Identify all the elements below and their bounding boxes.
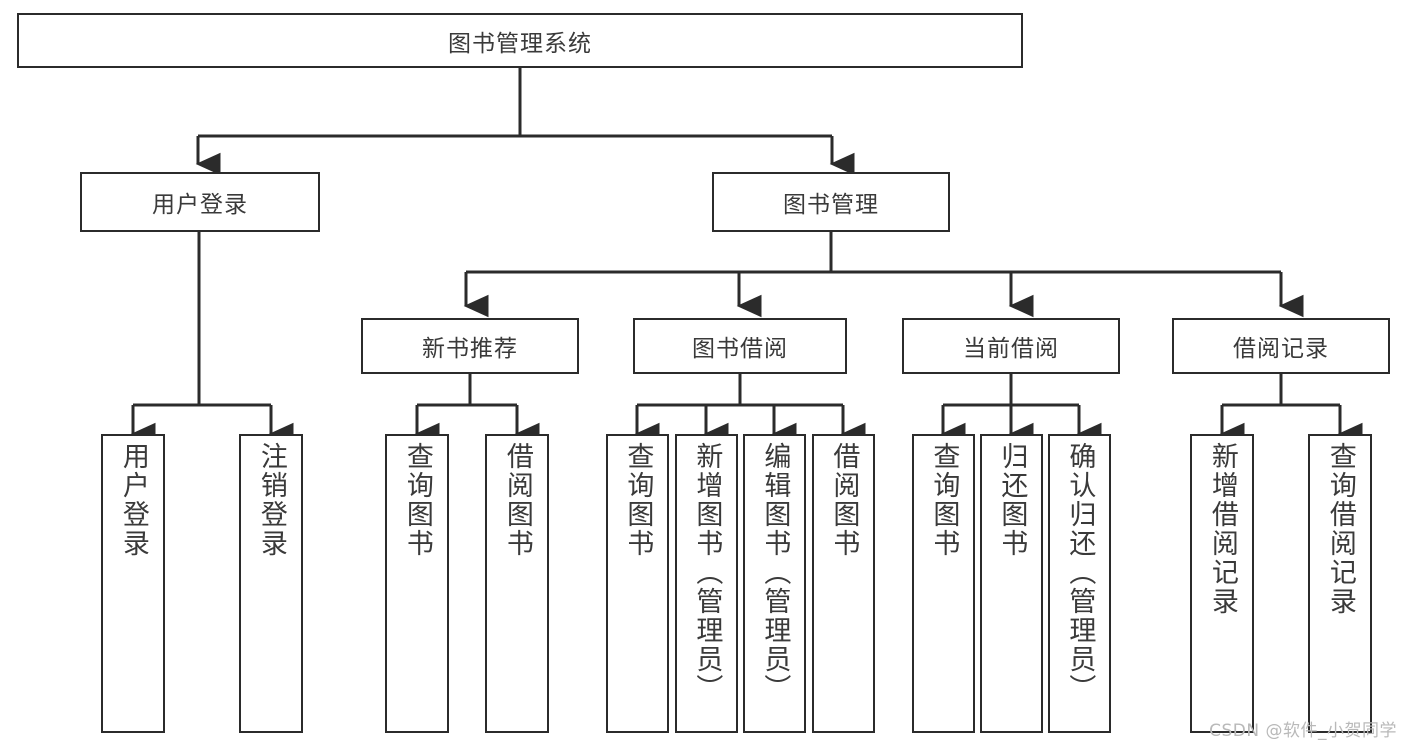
node-leaf-edit-book[interactable]: 编辑图书（管理员） [743,434,806,733]
node-current-borrow[interactable]: 当前借阅 [902,318,1120,374]
node-leaf-user-logout[interactable]: 注销登录 [239,434,303,733]
node-user-login[interactable]: 用户登录 [80,172,320,232]
node-current-borrow-label: 当前借阅 [963,336,1059,362]
watermark: CSDN @软件_小贺同学 [1209,721,1397,741]
node-borrow-record-label: 借阅记录 [1233,336,1329,362]
node-new-book-rec[interactable]: 新书推荐 [361,318,579,374]
node-leaf-query-book-1-label: 查询图书 [401,442,433,558]
node-root[interactable]: 图书管理系统 [17,13,1023,68]
node-leaf-return-book[interactable]: 归还图书 [980,434,1043,733]
node-leaf-borrow-book-1-label: 借阅图书 [501,442,533,558]
node-book-manage[interactable]: 图书管理 [712,172,950,232]
node-book-manage-label: 图书管理 [783,192,879,218]
node-leaf-user-login[interactable]: 用户登录 [101,434,165,733]
node-leaf-edit-book-label: 编辑图书（管理员） [759,442,791,703]
node-leaf-user-login-label: 用户登录 [117,442,149,558]
node-leaf-add-record[interactable]: 新增借阅记录 [1190,434,1254,733]
node-leaf-query-record-label: 查询借阅记录 [1324,442,1356,616]
node-leaf-borrow-book-2-label: 借阅图书 [828,442,860,558]
node-leaf-query-book-2[interactable]: 查询图书 [606,434,669,733]
node-leaf-query-book-2-label: 查询图书 [622,442,654,558]
node-new-book-rec-label: 新书推荐 [422,336,518,362]
node-leaf-query-book-1[interactable]: 查询图书 [385,434,449,733]
node-leaf-query-book-3-label: 查询图书 [928,442,960,558]
node-leaf-borrow-book-1[interactable]: 借阅图书 [485,434,549,733]
node-user-login-label: 用户登录 [152,192,248,218]
node-leaf-user-logout-label: 注销登录 [255,442,287,558]
node-leaf-return-book-label: 归还图书 [996,442,1028,558]
node-leaf-borrow-book-2[interactable]: 借阅图书 [812,434,875,733]
node-borrow-record[interactable]: 借阅记录 [1172,318,1390,374]
node-leaf-confirm-return[interactable]: 确认归还（管理员） [1048,434,1111,733]
node-root-label: 图书管理系统 [448,30,592,57]
node-leaf-add-record-label: 新增借阅记录 [1206,442,1238,616]
node-leaf-query-book-3[interactable]: 查询图书 [912,434,975,733]
node-leaf-query-record[interactable]: 查询借阅记录 [1308,434,1372,733]
node-book-borrow[interactable]: 图书借阅 [633,318,847,374]
node-leaf-confirm-return-label: 确认归还（管理员） [1064,442,1096,703]
node-leaf-add-book[interactable]: 新增图书（管理员） [675,434,738,733]
node-leaf-add-book-label: 新增图书（管理员） [691,442,723,703]
node-book-borrow-label: 图书借阅 [692,336,788,362]
